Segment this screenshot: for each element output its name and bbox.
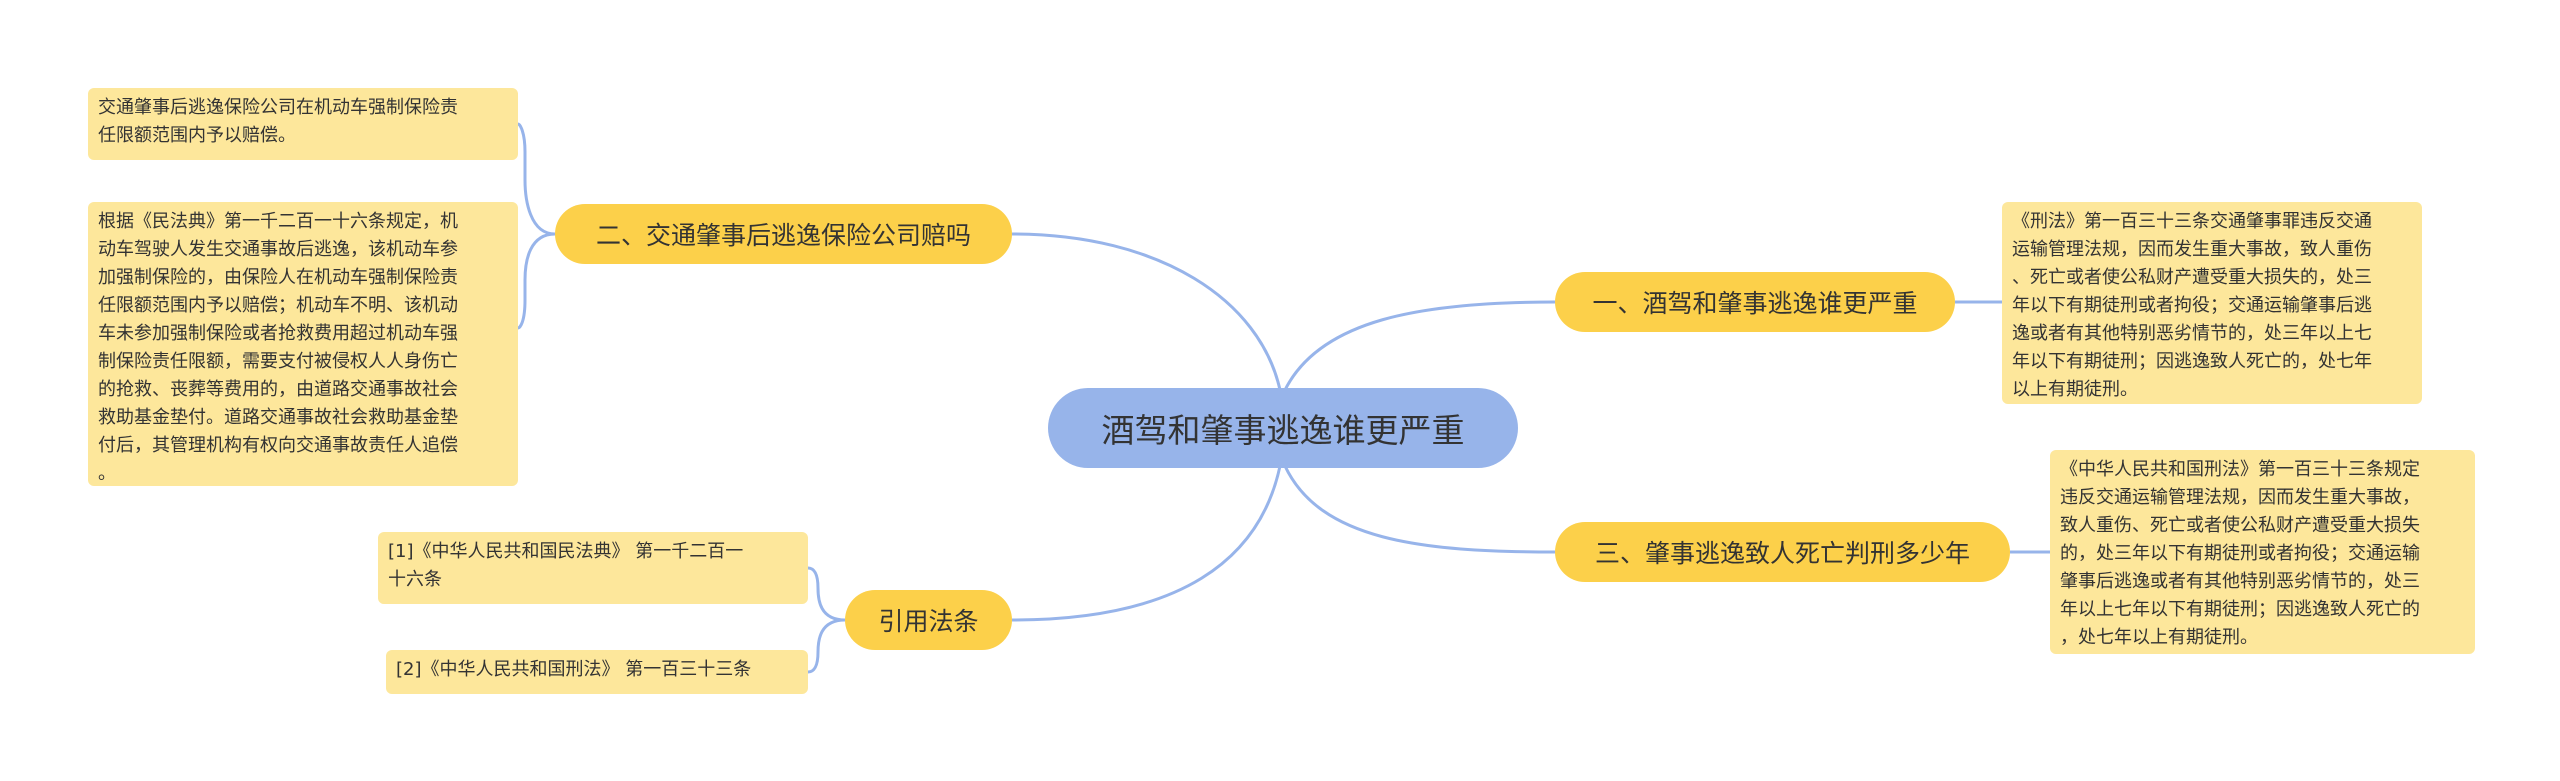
- link-root-b4: [1011, 465, 1282, 622]
- text-line: 以上有期徒刑。: [2012, 379, 2138, 400]
- branch-4[interactable]: 引用法条: [845, 590, 1012, 650]
- leaf-citation-1[interactable]: [1]《中华人民共和国民法典》 第一千二百一 十六条: [378, 532, 808, 604]
- branch-4-label: 引用法条: [878, 607, 979, 636]
- branch-3[interactable]: 三、肇事逃逸致人死亡判刑多少年: [1555, 522, 2010, 582]
- text-line: 十六条: [388, 569, 442, 590]
- link-b2-l2b: [517, 232, 556, 330]
- text-line: 违反交通运输管理法规，因而发生重大事故，: [2060, 487, 2420, 508]
- text-line: 《中华人民共和国刑法》第一百三十三条规定: [2060, 459, 2420, 480]
- branch-2-label: 二、交通肇事后逃逸保险公司赔吗: [595, 221, 971, 250]
- text-line: 的抢救、丧葬等费用的，由道路交通事故社会: [98, 379, 458, 400]
- text-line: 任限额范围内予以赔偿；机动车不明、该机动: [98, 295, 458, 316]
- leaf-b3-detail[interactable]: 《中华人民共和国刑法》第一百三十三条规定 违反交通运输管理法规，因而发生重大事故…: [2050, 450, 2475, 654]
- link-b2-l2a: [517, 122, 556, 236]
- text-line: 逸或者有其他特别恶劣情节的，处三年以上七: [2012, 323, 2372, 344]
- link-root-b2: [1011, 232, 1282, 391]
- branch-1-label: 一、酒驾和肇事逃逸谁更严重: [1592, 289, 1918, 318]
- link-b4-l4a: [807, 566, 846, 622]
- text-line: 肇事后逃逸或者有其他特别恶劣情节的，处三: [2060, 571, 2420, 592]
- leaf-b2-detail[interactable]: 根据《民法典》第一千二百一十六条规定，机 动车驾驶人发生交通事故后逃逸，该机动车…: [88, 202, 518, 486]
- text-line: 。: [98, 463, 116, 484]
- text-line: 根据《民法典》第一千二百一十六条规定，机: [98, 211, 458, 232]
- text-line: 车未参加强制保险或者抢救费用超过机动车强: [98, 323, 458, 344]
- leaf-b2-answer[interactable]: 交通肇事后逃逸保险公司在机动车强制保险责 任限额范围内予以赔偿。: [88, 88, 518, 160]
- text-line: 、死亡或者使公私财产遭受重大损失的，处三: [2012, 267, 2372, 288]
- text-line: 任限额范围内予以赔偿。: [98, 125, 296, 146]
- branch-3-label: 三、肇事逃逸致人死亡判刑多少年: [1594, 539, 1970, 568]
- text-line: [1]《中华人民共和国民法典》 第一千二百一: [388, 541, 744, 562]
- text-line: [2]《中华人民共和国刑法》 第一百三十三条: [396, 659, 752, 680]
- root-topic-label: 酒驾和肇事逃逸谁更严重: [1101, 411, 1465, 450]
- text-line: 年以下有期徒刑或者拘役；交通运输肇事后逃: [2012, 295, 2372, 316]
- text-line: 的，处三年以下有期徒刑或者拘役；交通运输: [2060, 543, 2420, 564]
- text-line: 付后，其管理机构有权向交通事故责任人追偿: [98, 435, 458, 456]
- text-line: 年以上七年以下有期徒刑；因逃逸致人死亡的: [2060, 599, 2420, 620]
- root-topic[interactable]: 酒驾和肇事逃逸谁更严重: [1048, 388, 1518, 468]
- text-line: 交通肇事后逃逸保险公司在机动车强制保险责: [98, 97, 458, 118]
- branch-1[interactable]: 一、酒驾和肇事逃逸谁更严重: [1555, 272, 1955, 332]
- link-b4-l4b: [807, 618, 846, 674]
- leaf-citation-2[interactable]: [2]《中华人民共和国刑法》 第一百三十三条: [386, 650, 808, 694]
- text-line: 加强制保险的，由保险人在机动车强制保险责: [98, 267, 458, 288]
- text-line: 运输管理法规，因而发生重大事故，致人重伤: [2012, 239, 2372, 260]
- text-line: 制保险责任限额，需要支付被侵权人人身伤亡: [98, 351, 458, 372]
- text-line: 动车驾驶人发生交通事故后逃逸，该机动车参: [98, 239, 458, 260]
- leaf-b1-detail[interactable]: 《刑法》第一百三十三条交通肇事罪违反交通 运输管理法规，因而发生重大事故，致人重…: [2002, 202, 2422, 404]
- link-root-b3: [1283, 465, 1556, 554]
- text-line: 救助基金垫付。道路交通事故社会救助基金垫: [98, 407, 458, 428]
- link-root-b1: [1283, 300, 1556, 391]
- text-line: 年以下有期徒刑；因逃逸致人死亡的，处七年: [2012, 351, 2372, 372]
- branch-2[interactable]: 二、交通肇事后逃逸保险公司赔吗: [555, 204, 1012, 264]
- text-line: ，处七年以上有期徒刑。: [2060, 627, 2258, 648]
- text-line: 致人重伤、死亡或者使公私财产遭受重大损失: [2060, 515, 2420, 536]
- text-line: 《刑法》第一百三十三条交通肇事罪违反交通: [2012, 211, 2372, 232]
